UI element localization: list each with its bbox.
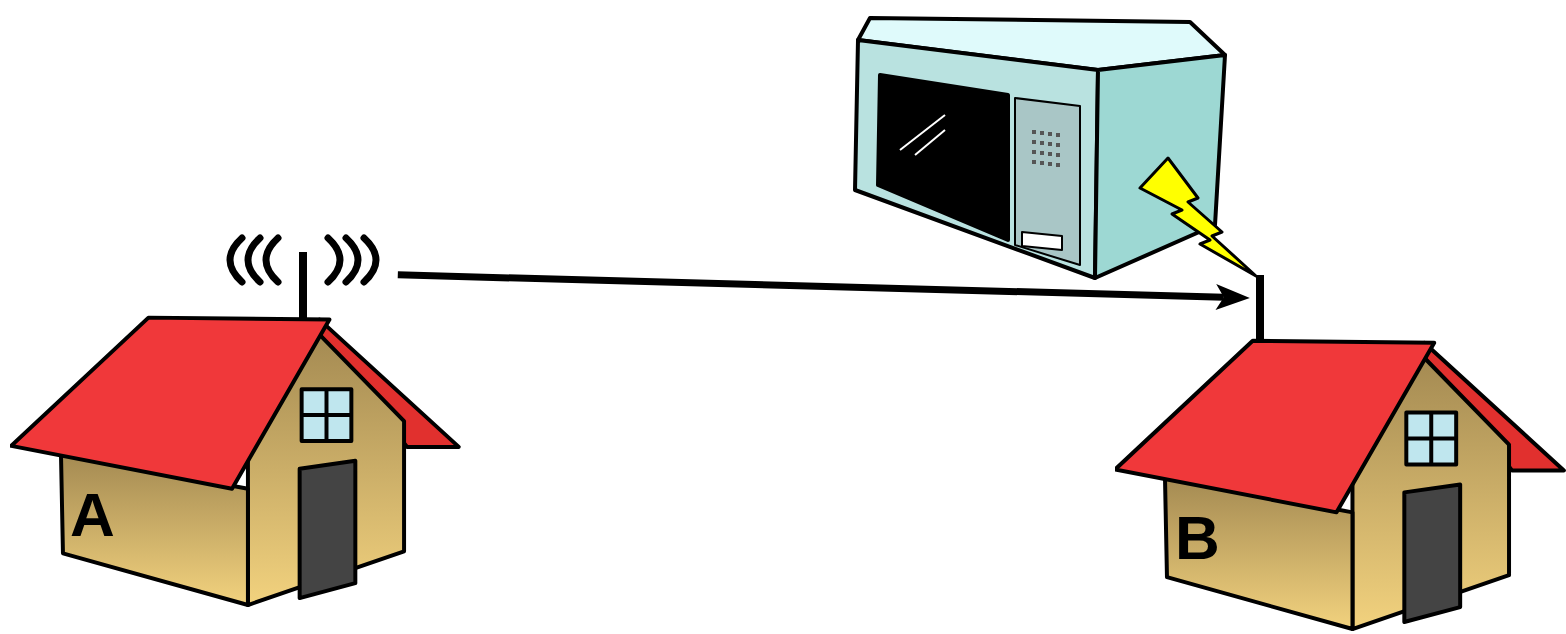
house: A [10,250,462,610]
signal-arrow [398,275,1250,310]
house: B [1115,273,1566,634]
antenna [1256,275,1264,345]
interference-bolt [1140,158,1256,276]
microwave-oven [855,18,1225,278]
house-label: B [1175,507,1220,569]
arrow-line [398,275,1224,297]
house-outline [10,250,462,610]
radio-waves [230,238,376,282]
house-label: A [70,484,115,546]
antenna [299,252,307,322]
arrow-head [1216,284,1250,310]
house-outline [1115,273,1566,634]
